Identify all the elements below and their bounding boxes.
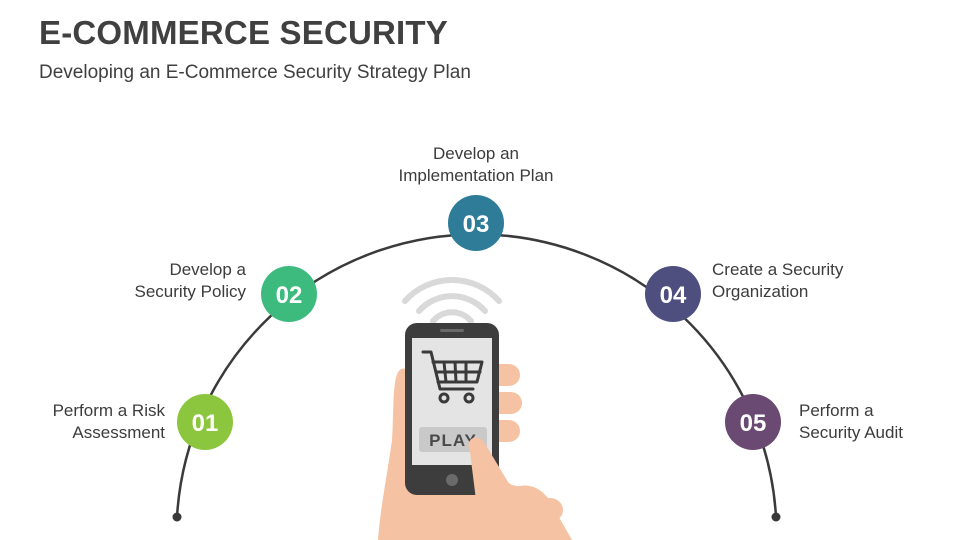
step-label-01: Perform a Risk Assessment [53, 400, 165, 444]
step-label-05-line2: Security Audit [799, 423, 903, 442]
step-label-05: Perform a Security Audit [799, 400, 903, 444]
step-label-02-line1: Develop a [169, 260, 246, 279]
arc-endpoint-right [771, 512, 781, 522]
step-marker-04: 04 [645, 266, 701, 322]
step-label-01-line1: Perform a Risk [52, 401, 165, 420]
step-number-02: 02 [276, 282, 303, 309]
step-number-05: 05 [740, 410, 767, 437]
step-label-02: Develop a Security Policy [135, 259, 246, 303]
step-number-03: 03 [463, 211, 490, 238]
pointing-hand [468, 437, 572, 540]
step-marker-02: 02 [261, 266, 317, 322]
step-marker-01: 01 [177, 394, 233, 450]
step-label-04-line1: Create a Security [712, 260, 844, 279]
wifi-icon [402, 277, 502, 324]
step-marker-05: 05 [725, 394, 781, 450]
step-label-04-line2: Organization [712, 282, 809, 301]
step-number-04: 04 [660, 282, 687, 309]
play-button-label: PLAY [429, 431, 477, 450]
step-label-03-line1: Develop an [432, 144, 519, 163]
shopping-cart-icon [421, 350, 484, 404]
step-label-01-line2: Assessment [72, 423, 165, 442]
step-number-01: 01 [192, 410, 219, 437]
step-label-02-line2: Security Policy [134, 282, 246, 301]
step-marker-03: 03 [448, 195, 504, 251]
step-label-03: Develop an Implementation Plan [376, 143, 576, 187]
arc-endpoint-left [172, 512, 182, 522]
step-label-03-line2: Implementation Plan [398, 166, 554, 185]
page-title: E-COMMERCE SECURITY [39, 14, 448, 51]
step-label-05-line1: Perform a [799, 401, 874, 420]
page-subtitle: Developing an E-Commerce Security Strate… [39, 62, 471, 83]
step-label-04: Create a Security Organization [712, 259, 843, 303]
